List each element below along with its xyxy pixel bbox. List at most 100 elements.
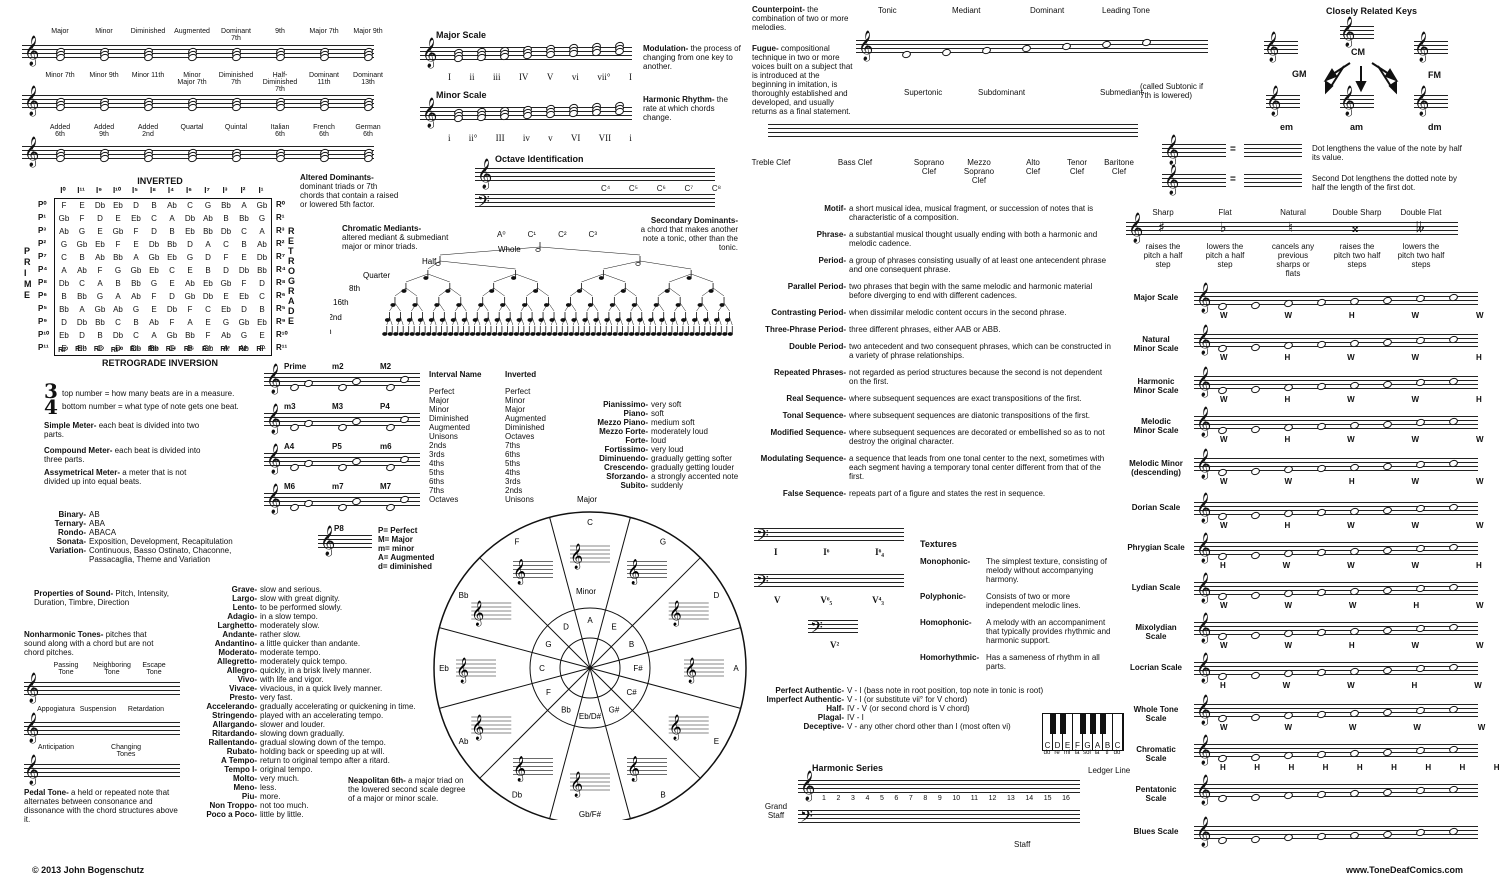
tempo-meaning: slower and louder. (260, 720, 325, 729)
key-em: em (1280, 122, 1294, 132)
chord-label: Added 2nd (137, 124, 159, 138)
matrix-cell: Ab (203, 214, 213, 223)
tree-branch (701, 287, 714, 297)
chord-label: Minor 11th (131, 72, 165, 79)
phrase-meaning: where subsequent sequences are exact tra… (849, 394, 1082, 403)
dynamic-term: Fortissimo- (604, 445, 648, 454)
matrix-cell: A (259, 227, 265, 236)
matrix-cell: Gb (166, 331, 178, 340)
matrix-cell: B (259, 305, 265, 314)
interval-label: M3 (332, 402, 344, 411)
roman-numeral: iv (522, 133, 530, 143)
retrograde-inversion-label: RI¹ (256, 346, 266, 353)
tree-branch (625, 287, 637, 297)
scale-modes: Major Scale𝄞W W H W W W HNatural Minor S… (1122, 285, 1500, 846)
prime-row-label: P⁶ (38, 291, 48, 300)
tree-branch (564, 302, 571, 312)
tempo-item: Rallentando-gradual slowing down of the … (160, 738, 460, 747)
key-signature-staff: 𝄞 (668, 600, 709, 626)
dynamic-item: Crescendo-gradually getting louder (560, 463, 760, 472)
phrase-item: False Sequence-repeats part of a figure … (752, 489, 1120, 498)
dynamic-term: Crescendo- (603, 463, 648, 472)
solfege: sol (1083, 750, 1091, 756)
tempo-term: Largo- (232, 594, 257, 603)
sector-divider (549, 667, 591, 819)
harmonic-number: 2 (836, 795, 841, 802)
sector-divider (549, 517, 591, 669)
roman-numeral: IV (518, 72, 529, 82)
tree-note (620, 289, 626, 293)
tempo-term: Non Troppo- (209, 801, 257, 810)
matrix-cell: D (151, 227, 157, 236)
chromatic-mediants-term: Chromatic Mediants- (342, 224, 422, 233)
inversion-label: I⁸ (149, 186, 156, 195)
form-name: Variation- (49, 546, 86, 555)
matrix-cell: A (205, 240, 211, 249)
matrix-cell: E (151, 305, 157, 314)
matrix-cell: B (223, 214, 229, 223)
scale-steps: W W W H W W H (1220, 601, 1484, 610)
tree-note (387, 332, 393, 336)
phrase-meaning: a short musical idea, musical fragment, … (849, 204, 1094, 222)
matrix-cell: G (132, 305, 140, 314)
key-letter: G (1084, 741, 1091, 750)
key-signature-staff: 𝄞 (668, 714, 709, 740)
phrase-term: Motif- (824, 204, 846, 213)
tempo-item: Piu-more. (160, 792, 460, 801)
tempo-item: Vivace-vivacious, in a quick lively mann… (160, 684, 460, 693)
dynamic-meaning: medium soft (651, 418, 695, 427)
tree-branch (444, 316, 448, 326)
matrix-cell: Bb (257, 266, 267, 275)
inversion-numeral: V⁶₅ (820, 595, 833, 605)
form-value: ABA (89, 519, 106, 528)
octave-label: C⁴ (601, 184, 611, 193)
scale-steps: W W H W W H W (1220, 477, 1484, 486)
treble-clef: 𝄞 (627, 558, 640, 584)
piano-key: C (1113, 714, 1123, 750)
octave-identification-title: Octave Identification (495, 154, 584, 164)
retrograde-row-label: R² (276, 239, 285, 248)
tree-branch (614, 287, 626, 297)
matrix-cell: Ab (221, 331, 231, 340)
matrix-cell: E (61, 344, 67, 353)
matrix-cell: Bb (77, 292, 87, 301)
form-item: Sonata-Exposition, Development, Recapitu… (28, 537, 268, 546)
harmonic-number: 3 (850, 795, 855, 802)
tree-note (533, 289, 539, 293)
octave-label: C² (558, 230, 567, 239)
chord-label: Diminished (130, 28, 166, 35)
tree-branch (433, 316, 437, 326)
matrix-cell: F (61, 201, 67, 210)
tree-branch (575, 316, 579, 326)
assymetrical-meter: Assymetrical Meter- a meter that is not … (44, 468, 187, 486)
tempo-item: Andantino-a little quicker than andante. (160, 639, 460, 648)
dynamic-item: Forte-loud (560, 436, 760, 445)
matrix-cell: C (97, 344, 103, 353)
tree-note (661, 332, 667, 336)
minor-key-label: C (539, 664, 545, 673)
tree-note (672, 332, 678, 336)
scale-mode-name: Chromatic Scale (1136, 745, 1176, 763)
scale-mode-name: Lydian Scale (1131, 583, 1181, 592)
harmonic-rhythm-def: Harmonic Rhythm- the rate at which chord… (643, 95, 728, 122)
chord-label: Dominant 11th (309, 72, 339, 86)
cadence-term: Imperfect Authentic- (766, 695, 845, 704)
matrix-cell: E (241, 253, 247, 262)
tempo-item: Molto-very much. (160, 774, 460, 783)
phrase-term: Parallel Period- (787, 282, 846, 291)
tree-branch (498, 302, 505, 312)
dynamic-term: Piano- (623, 409, 648, 418)
matrix-cell: Bb (185, 331, 195, 340)
cadence-item: Half-IV - V (or second chord is V chord) (752, 704, 1072, 713)
retrograde-row-label: R⁹ (276, 317, 286, 326)
matrix-cell: E (79, 201, 85, 210)
phrase-meaning: three different phrases, either AAB or A… (849, 325, 1001, 334)
key-letter: C (1114, 741, 1121, 750)
scale-mode-name: Blues Scale (1133, 827, 1179, 836)
note-head (289, 422, 300, 433)
black-key (1090, 714, 1096, 734)
scale-steps: W H W W W H W (1220, 521, 1484, 530)
minor-key-label: G (545, 640, 551, 649)
scale-steps: H W W H W W W (1220, 681, 1482, 690)
